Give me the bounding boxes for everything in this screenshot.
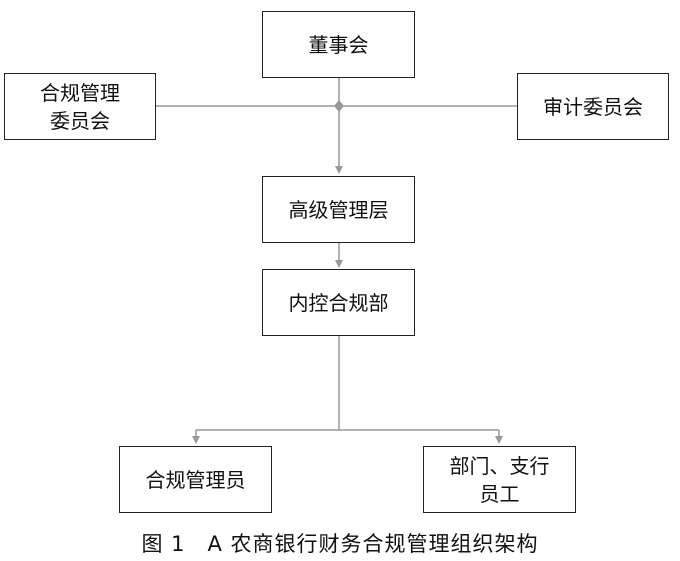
compliance-officer-node: 合规管理员 xyxy=(119,446,272,513)
senior-management-node: 高级管理层 xyxy=(262,176,415,243)
crossbar-junction-mark xyxy=(334,100,344,112)
departments-node: 部门、支行 员工 xyxy=(423,446,576,513)
figure-caption: 图 1 A 农商银行财务合规管理组织架构 xyxy=(141,532,539,556)
board-node: 董事会 xyxy=(262,11,415,78)
internal-control-node: 内控合规部 xyxy=(262,269,415,336)
compliance-committee-node: 合规管理 委员会 xyxy=(4,73,156,140)
audit-committee-node: 审计委员会 xyxy=(517,73,669,140)
